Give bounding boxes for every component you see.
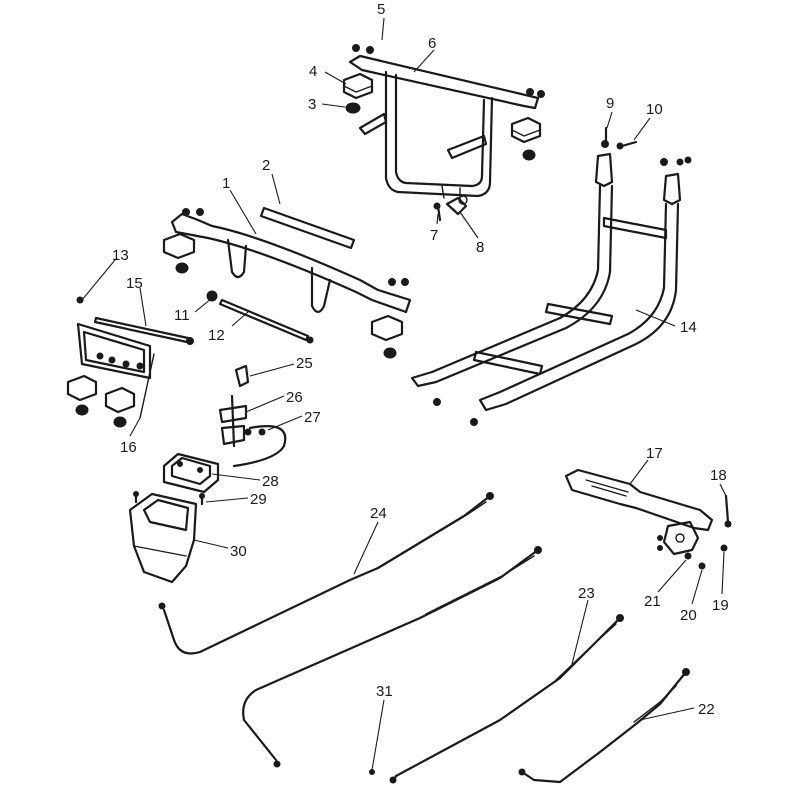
part-25-knob [234,364,250,388]
callout-19: 19 [712,597,729,614]
callout-25: 25 [296,355,313,372]
callout-5: 5 [377,1,385,18]
part-23-cable [389,614,624,784]
part-24-cable [158,492,494,655]
callout-14: 14 [680,319,697,336]
callout-1: 1 [222,175,230,192]
callout-17: 17 [646,445,663,462]
callout-16: 16 [120,439,137,456]
part-29-screws [133,491,205,506]
callout-18: 18 [710,467,727,484]
part-1-crossmember [162,208,412,359]
part-2-tube [259,206,356,250]
part-30-cover [128,492,198,584]
callout-22: 22 [698,701,715,718]
callout-3: 3 [308,96,316,113]
callout-24: 24 [370,505,387,522]
part-22-cable [518,668,690,784]
part-12-rod [206,290,314,344]
callout-30: 30 [230,543,247,560]
part-16-bracket [66,322,155,428]
part-3-cap [345,102,536,161]
part-14-ladder-frame [410,140,682,426]
callout-13: 13 [112,247,129,264]
part-17-handbrake-lever [564,468,714,556]
callout-31: 31 [376,683,393,700]
callout-6: 6 [428,35,436,52]
part-7-8-fasteners [433,195,468,222]
callout-23: 23 [578,585,595,602]
callout-labels: 5 6 4 3 9 10 2 1 7 8 13 15 11 12 14 25 2… [112,1,729,718]
callout-2: 2 [262,157,270,174]
part-6-upper-bracket [348,44,545,201]
callout-29: 29 [250,491,267,508]
callout-4: 4 [309,63,317,80]
callout-10: 10 [646,101,663,118]
callout-21: 21 [644,593,661,610]
callout-26: 26 [286,389,303,406]
part-4-rubber-mount [342,72,542,144]
part-26-lever [218,394,248,448]
part-27-cable [232,425,287,468]
callout-20: 20 [680,607,697,624]
callout-11: 11 [174,307,190,324]
part-13-bolt [76,296,84,304]
callout-28: 28 [262,473,279,490]
part-28-housing [162,452,220,494]
part-9-10-bolts [604,126,692,166]
callout-7: 7 [430,227,438,244]
part-15-rod [93,316,194,345]
callout-27: 27 [304,409,321,426]
callout-15: 15 [126,275,143,292]
part-18-21-hardware [657,494,732,570]
part-31-cable [242,546,542,768]
callout-9: 9 [606,95,614,112]
callout-8: 8 [476,239,484,256]
callout-12: 12 [208,327,225,344]
leader-lines [81,17,727,775]
